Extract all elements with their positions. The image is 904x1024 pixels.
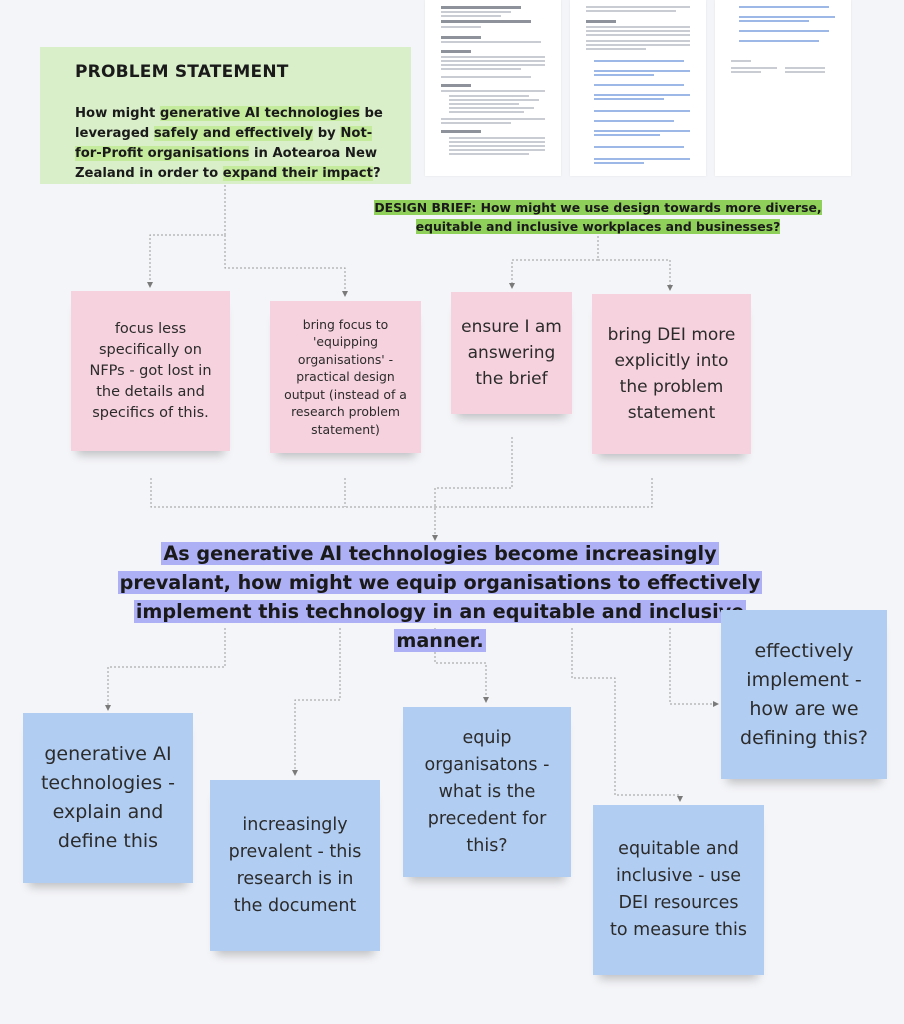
sticky-note-effectively-implement[interactable]: effectively implement - how are we defin… [721, 610, 887, 779]
sticky-note-focus-less-on-nfps[interactable]: focus less specifically on NFPs - got lo… [71, 291, 230, 451]
sticky-note-generative-ai-define[interactable]: generative AI technologies - explain and… [23, 713, 193, 883]
document-page-3[interactable] [715, 0, 851, 176]
problem-statement-text: How might generative AI technologies be … [75, 106, 383, 181]
sticky-note-equip-organisations[interactable]: equip organisatons - what is the precede… [403, 707, 571, 877]
document-page-1[interactable] [425, 0, 561, 176]
document-page-2[interactable] [570, 0, 706, 176]
sticky-note-equipping-organisations[interactable]: bring focus to 'equipping organisations'… [270, 301, 421, 453]
problem-statement-card[interactable]: PROBLEM STATEMENT How might generative A… [40, 47, 411, 184]
sticky-note-equitable-inclusive[interactable]: equitable and inclusive - use DEI resour… [593, 805, 764, 975]
sticky-note-increasingly-prevalent[interactable]: increasingly prevalent - this research i… [210, 780, 380, 951]
design-brief[interactable]: DESIGN BRIEF: How might we use design to… [374, 200, 822, 234]
problem-statement-title: PROBLEM STATEMENT [75, 62, 289, 82]
sticky-note-answer-the-brief[interactable]: ensure I am answering the brief [451, 292, 572, 414]
sticky-note-dei-explicit[interactable]: bring DEI more explicitly into the probl… [592, 294, 751, 454]
revised-problem-statement[interactable]: As generative AI technologies become inc… [117, 542, 763, 652]
